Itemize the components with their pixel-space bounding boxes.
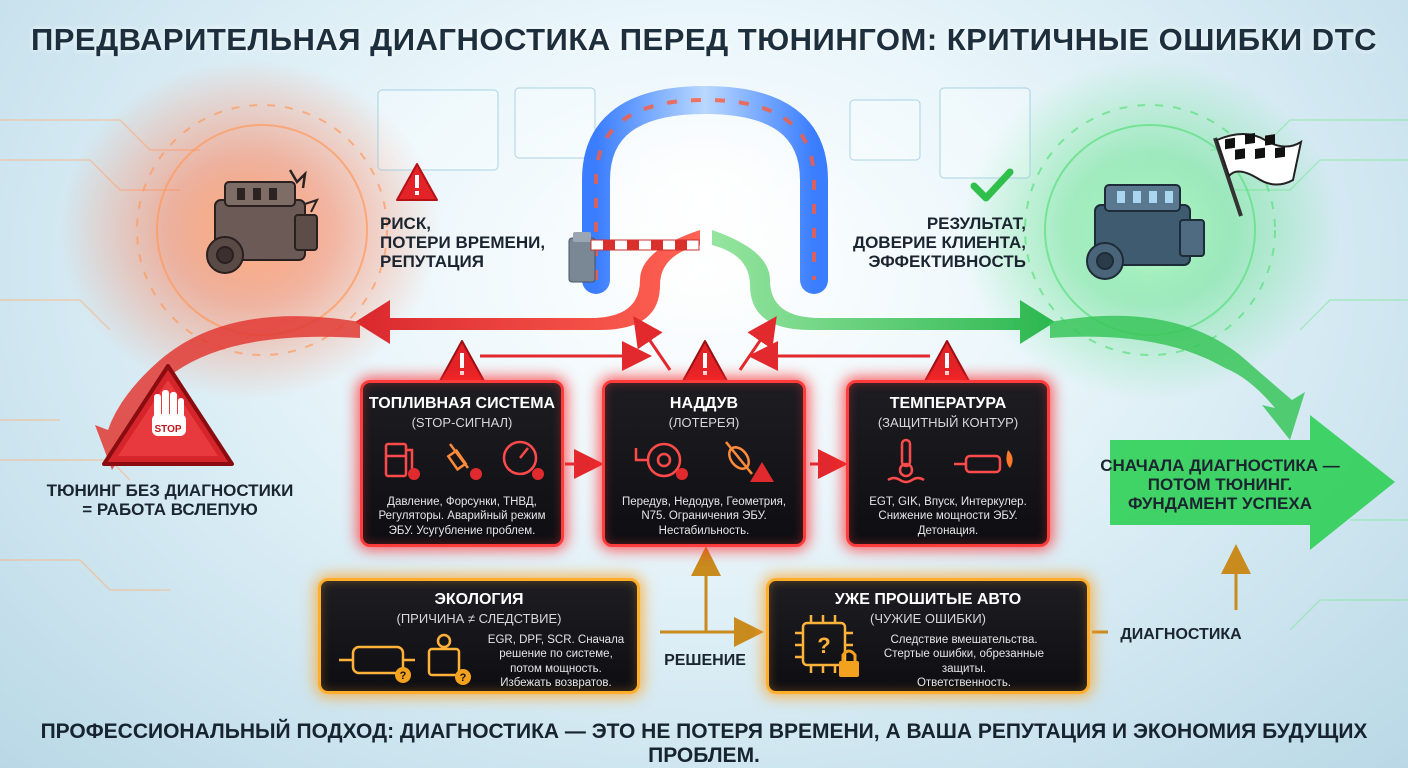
right-conclusion: СНАЧАЛА ДИАГНОСТИКА — ПОТОМ ТЮНИНГ. ФУНД… bbox=[1100, 456, 1340, 514]
injector-icon bbox=[446, 443, 469, 472]
flashed-cars-card: УЖЕ ПРОШИТЫЕ АВТО (ЧУЖИЕ ОШИБКИ) ? Следс… bbox=[766, 578, 1090, 694]
barrier-gate-icon bbox=[568, 232, 700, 283]
flame-icon bbox=[1006, 450, 1013, 468]
error-dot-icon bbox=[408, 468, 420, 480]
page-title: ПРЕДВАРИТЕЛЬНАЯ ДИАГНОСТИКА ПЕРЕД ТЮНИНГ… bbox=[30, 22, 1378, 57]
exhaust-icon bbox=[954, 454, 1002, 474]
stop-warning-sign: STOP bbox=[102, 364, 234, 466]
ecu-chip-icon: ? bbox=[795, 615, 859, 677]
warning-triangle-icon bbox=[396, 163, 438, 201]
card-body: Передув, Недодув, Геометрия, N75. Ограни… bbox=[621, 496, 787, 537]
card-subtitle: (ЛОТЕРЕЯ) bbox=[668, 415, 740, 430]
boost-icons bbox=[634, 441, 774, 482]
warning-triangle-icon bbox=[924, 340, 970, 382]
solution-label: РЕШЕНИЕ bbox=[664, 652, 746, 669]
ecology-icons: ? ? bbox=[339, 633, 471, 685]
temperature-card: ТЕМПЕРАТУРА (ЗАЩИТНЫЙ КОНТУР) EGT, GIK, … bbox=[846, 380, 1050, 547]
card-body: EGT, GIK, Впуск, Интеркулер. Снижение мо… bbox=[869, 496, 1027, 537]
card-subtitle: (STOP-СИГНАЛ) bbox=[411, 415, 513, 430]
svg-text:?: ? bbox=[817, 633, 830, 658]
card-subtitle: (ПРИЧИНА ≠ СЛЕДСТВИЕ) bbox=[396, 611, 562, 626]
turbo-icon bbox=[634, 442, 682, 478]
warning-triangle-icon bbox=[682, 340, 728, 382]
card-title: ТЕМПЕРАТУРА bbox=[889, 395, 1007, 412]
egr-valve-icon bbox=[427, 633, 461, 677]
ecology-card: ЭКОЛОГИЯ (ПРИЧИНА ≠ СЛЕДСТВИЕ) ? ? EGR, … bbox=[318, 578, 640, 694]
card-body: EGR, DPF, SCR. Сначала решение по систем… bbox=[487, 634, 625, 690]
card-title: УЖЕ ПРОШИТЫЕ АВТО bbox=[834, 591, 1022, 608]
svg-text:?: ? bbox=[400, 670, 407, 682]
card-subtitle: (ЧУЖИЕ ОШИБКИ) bbox=[869, 611, 987, 626]
catalytic-converter-icon bbox=[339, 645, 415, 675]
fuel-pump-icon bbox=[384, 442, 414, 478]
warning-triangle-icon bbox=[439, 340, 485, 382]
clean-engine-icon bbox=[1086, 184, 1205, 280]
risk-label: РИСК, ПОТЕРИ ВРЕМЕНИ, РЕПУТАЦИЯ bbox=[380, 214, 546, 272]
card-title: ТОПЛИВНАЯ СИСТЕМА bbox=[368, 395, 556, 412]
checkered-flag-icon bbox=[1213, 132, 1303, 217]
card-body: Давление, Форсунки, ТНВД, Регуляторы. Ав… bbox=[378, 496, 546, 537]
warning-triangle-icon bbox=[750, 462, 774, 482]
fuel-system-card: ТОПЛИВНАЯ СИСТЕМА (STOP-СИГНАЛ) Давление… bbox=[360, 380, 564, 547]
result-label: РЕЗУЛЬТАТ, ДОВЕРИЕ КЛИЕНТА, ЭФФЕКТИВНОСТ… bbox=[852, 214, 1026, 272]
lock-icon bbox=[839, 649, 859, 677]
card-body: Следствие вмешательства. Стертые ошибки,… bbox=[883, 634, 1045, 690]
footer-statement: ПРОФЕССИОНАЛЬНЫЙ ПОДХОД: ДИАГНОСТИКА — Э… bbox=[40, 720, 1368, 767]
damaged-engine-icon bbox=[206, 169, 319, 274]
card-title: ЭКОЛОГИЯ bbox=[434, 591, 524, 608]
gauge-icon bbox=[502, 440, 538, 476]
fuel-icons bbox=[384, 440, 544, 480]
card-title: НАДДУВ bbox=[669, 395, 739, 412]
card-subtitle: (ЗАЩИТНЫЙ КОНТУР) bbox=[877, 415, 1019, 430]
thermometer-icon bbox=[887, 438, 925, 484]
check-icon bbox=[970, 168, 1014, 202]
valve-icon bbox=[725, 441, 753, 475]
boost-card: НАДДУВ (ЛОТЕРЕЯ) Передув, Недодув, Геоме… bbox=[602, 380, 806, 547]
temperature-icons bbox=[887, 438, 1013, 484]
left-conclusion: ТЮНИНГ БЕЗ ДИАГНОСТИКИ = РАБОТА ВСЛЕПУЮ bbox=[46, 481, 294, 520]
stop-text: STOP bbox=[154, 424, 181, 435]
svg-text:?: ? bbox=[460, 672, 467, 684]
diagnostics-label: ДИАГНОСТИКА bbox=[1120, 626, 1242, 643]
